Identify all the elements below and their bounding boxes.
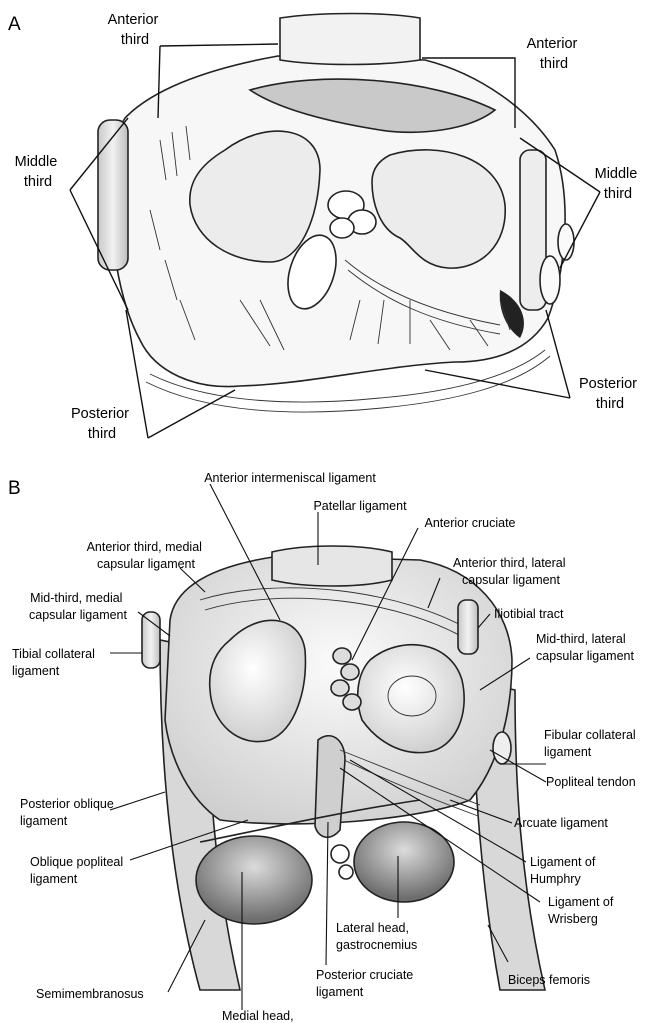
label-posterior-oblique: Posterior oblique ligament (20, 797, 117, 828)
label-iliotibial-tract: Iliotibial tract (494, 607, 564, 621)
label-mid-lateral-capsular: Mid-third, lateral capsular ligament (536, 632, 634, 663)
label-oblique-popliteal: Oblique popliteal ligament (30, 855, 127, 886)
label-arcuate-ligament: Arcuate ligament (514, 816, 608, 830)
label-posterior-third-right: Posterior third (579, 376, 641, 412)
label-popliteal-tendon: Popliteal tendon (546, 775, 636, 789)
label-middle-third-left: Middle third (15, 154, 62, 190)
label-biceps-femoris: Biceps femoris (508, 973, 590, 987)
panel-a: A (8, 12, 641, 442)
patellar-ligament (272, 546, 392, 586)
panel-b: B (8, 471, 639, 1023)
panel-a-drawing (98, 14, 574, 412)
tibial-collateral-b (142, 612, 160, 668)
label-ant-lateral-capsular: Anterior third, lateral capsular ligamen… (453, 556, 569, 587)
label-mid-medial-capsular: Mid-third, medial capsular ligament (29, 591, 127, 622)
label-anterior-third-left: Anterior third (108, 12, 163, 48)
label-tibial-collateral: Tibial collateral ligament (12, 647, 98, 678)
medial-head (196, 836, 312, 924)
iliotibial-tract-b (458, 600, 478, 654)
tibial-collateral-a (98, 120, 128, 270)
label-ligament-of-humphry: Ligament of Humphry (530, 855, 599, 886)
patellar-tendon (280, 14, 420, 65)
label-medial-head: Medial head, (222, 1009, 294, 1023)
label-lateral-head: Lateral head, gastrocnemius (336, 921, 417, 952)
label-posterior-cruciate: Posterior cruciate ligament (316, 968, 417, 999)
label-anterior-intermeniscal: Anterior intermeniscal ligament (204, 471, 376, 485)
panel-b-letter: B (8, 478, 21, 499)
label-anterior-cruciate: Anterior cruciate (424, 516, 515, 530)
label-posterior-third-left: Posterior third (71, 406, 133, 442)
label-ligament-of-wrisberg: Ligament of Wrisberg (548, 895, 617, 926)
label-fibular-collateral: Fibular collateral ligament (544, 728, 639, 759)
label-ant-medial-capsular: Anterior third, medial capsular ligament (87, 540, 206, 571)
label-semimembranosus: Semimembranosus (36, 987, 144, 1001)
pcl-b (315, 736, 345, 838)
label-patellar-ligament: Patellar ligament (313, 499, 407, 513)
label-middle-third-right: Middle third (595, 166, 642, 202)
panel-a-letter: A (8, 14, 21, 35)
label-anterior-third-right: Anterior third (527, 36, 582, 72)
